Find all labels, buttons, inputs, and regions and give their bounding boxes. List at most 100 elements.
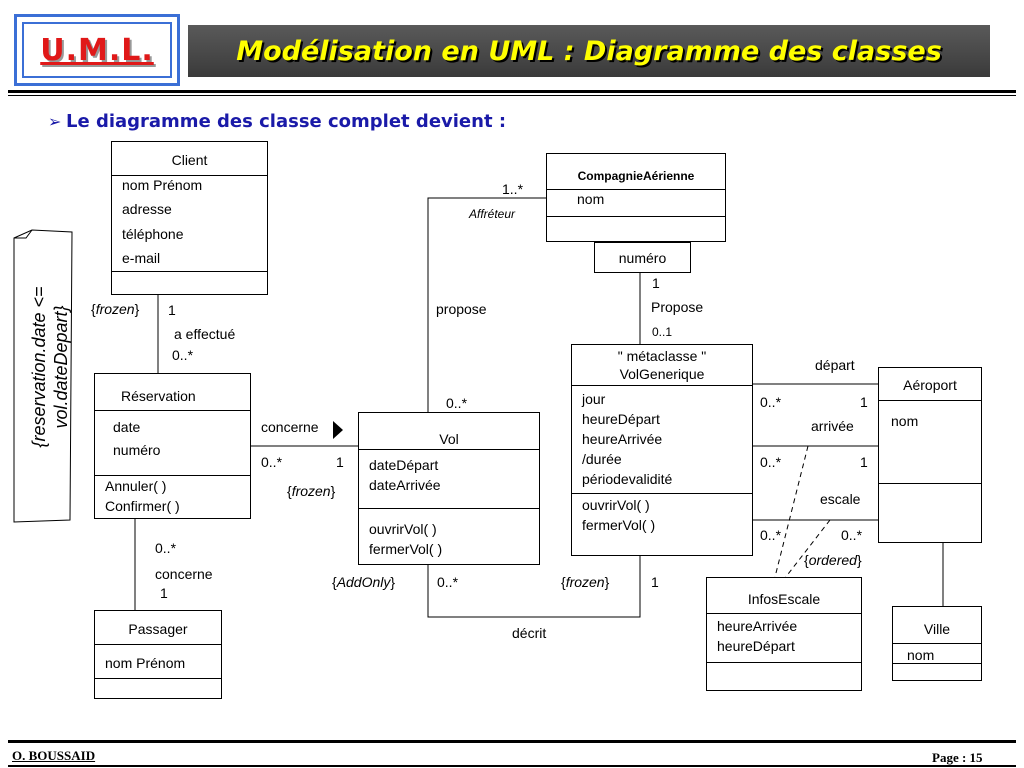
- class-name: Aéroport: [903, 377, 957, 393]
- constraint-frozen-vol: {frozen}: [287, 483, 336, 499]
- attribute: nom Prénom: [122, 177, 203, 193]
- multiplicity: 1..*: [502, 181, 524, 197]
- note-fold: [14, 229, 33, 239]
- class-name: Réservation: [121, 388, 196, 404]
- multiplicity: 0..*: [760, 527, 782, 543]
- constraint-note: {reservation.date <= vol.dateDepart}: [14, 230, 72, 520]
- role-label: Propose: [651, 299, 704, 315]
- page-title: Modélisation en UML : Diagramme des clas…: [236, 35, 942, 67]
- operation: fermerVol( ): [582, 517, 656, 533]
- class-name: InfosEscale: [747, 591, 821, 607]
- title-bar: Modélisation en UML : Diagramme des clas…: [188, 25, 990, 77]
- class-reservation: Réservation date numéro Annuler( ) Confi…: [94, 373, 251, 519]
- multiplicity: 1: [160, 585, 168, 601]
- header-rule-thin: [8, 95, 1016, 96]
- assoc-label: décrit: [512, 625, 547, 641]
- operation: Confirmer( ): [105, 498, 180, 514]
- attribute: dateArrivée: [369, 477, 441, 493]
- qualifier-label: numéro: [618, 250, 667, 266]
- multiplicity: 0..*: [155, 540, 177, 556]
- direction-arrow-icon: [333, 421, 343, 439]
- multiplicity: 1: [336, 454, 344, 470]
- operation: fermerVol( ): [369, 541, 443, 557]
- assoc-label: propose: [436, 301, 487, 317]
- footer-rule-bottom: [8, 765, 1016, 767]
- class-volgenerique: " métaclasse " VolGenerique jour heureDé…: [571, 344, 753, 556]
- multiplicity: 0..*: [437, 574, 459, 590]
- infosescale-dash-1: [774, 445, 809, 578]
- multiplicity: 0..*: [446, 395, 468, 411]
- multiplicity: 0..*: [841, 527, 863, 543]
- attribute: date: [113, 419, 141, 435]
- multiplicity: 0..*: [261, 454, 283, 470]
- attribute: téléphone: [122, 226, 184, 242]
- attribute: numéro: [113, 442, 161, 458]
- attribute: heureDépart: [582, 411, 660, 427]
- multiplicity: 1: [652, 275, 660, 291]
- attribute: dateDépart: [369, 457, 439, 473]
- operation: Annuler( ): [105, 478, 167, 494]
- role-label: Affréteur: [469, 207, 516, 221]
- infosescale-dash-2: [784, 519, 831, 579]
- attribute: jour: [582, 391, 606, 407]
- attribute: heureDépart: [717, 638, 795, 654]
- class-infosescale: InfosEscale heureArrivée heureDépart: [706, 577, 862, 691]
- class-aeroport: Aéroport nom: [878, 367, 982, 543]
- class-name: Client: [171, 152, 208, 168]
- bullet-arrow-icon: ➢: [48, 112, 62, 131]
- multiplicity: 0..*: [760, 394, 782, 410]
- class-compagnie-aerienne: CompagnieAérienne nom: [546, 153, 726, 242]
- assoc-vol-volgenerique: [427, 556, 641, 618]
- constraint-addonly: {AddOnly}: [332, 574, 396, 590]
- constraint-frozen-client: {frozen}: [91, 301, 140, 317]
- class-passager: Passager nom Prénom: [94, 610, 222, 699]
- multiplicity: 0..1: [652, 325, 673, 339]
- attribute: nom: [891, 413, 919, 429]
- attribute: nom: [907, 647, 935, 663]
- class-ville: Ville nom: [892, 606, 982, 681]
- assoc-label: départ: [815, 357, 855, 373]
- multiplicity: 1: [860, 394, 868, 410]
- class-name: Vol: [439, 431, 459, 447]
- header-rule: [8, 90, 1016, 93]
- footer-rule: [8, 740, 1016, 743]
- class-name: VolGenerique: [619, 366, 705, 382]
- operation: ouvrirVol( ): [369, 521, 437, 537]
- attribute: adresse: [122, 201, 172, 217]
- attribute: /durée: [582, 451, 622, 467]
- attribute: nom Prénom: [105, 655, 186, 671]
- attribute: heureArrivée: [582, 431, 663, 447]
- attribute: nom: [577, 191, 605, 207]
- attribute: e-mail: [122, 250, 161, 266]
- class-stereotype: " métaclasse ": [617, 348, 707, 364]
- assoc-compagnie-vol: [427, 197, 546, 412]
- note-line-1: {reservation.date <=: [29, 286, 49, 448]
- assoc-label: concerne: [261, 419, 319, 435]
- qualifier-numero: numéro: [594, 242, 691, 273]
- footer-page: Page : 15: [932, 750, 983, 765]
- class-name: Ville: [923, 621, 951, 637]
- assoc-label: concerne: [155, 566, 213, 582]
- multiplicity: 1: [860, 454, 868, 470]
- multiplicity: 0..*: [760, 454, 782, 470]
- logo-text: U.M.L.: [40, 32, 154, 68]
- assoc-label: escale: [820, 491, 861, 507]
- assoc-label: arrivée: [811, 418, 854, 434]
- footer-author: O. BOUSSAID: [12, 748, 96, 763]
- logo-frame: [14, 14, 180, 86]
- intro-text: Le diagramme des classe complet devient …: [66, 111, 507, 132]
- constraint-frozen-decrit: {frozen}: [561, 574, 610, 590]
- constraint-ordered: {ordered}: [804, 552, 862, 568]
- multiplicity: 1: [651, 574, 659, 590]
- class-vol: Vol dateDépart dateArrivée ouvrirVol( ) …: [358, 412, 540, 565]
- class-name: CompagnieAérienne: [577, 169, 695, 183]
- multiplicity: 1: [168, 302, 176, 318]
- attribute: périodevalidité: [582, 471, 673, 487]
- class-client: Client nom Prénom adresse téléphone e-ma…: [111, 141, 268, 295]
- assoc-label: a effectué: [174, 326, 236, 342]
- multiplicity: 0..*: [172, 347, 194, 363]
- attribute: heureArrivée: [717, 618, 798, 634]
- class-name: Passager: [128, 621, 188, 637]
- note-line-2: vol.dateDepart}: [51, 305, 71, 429]
